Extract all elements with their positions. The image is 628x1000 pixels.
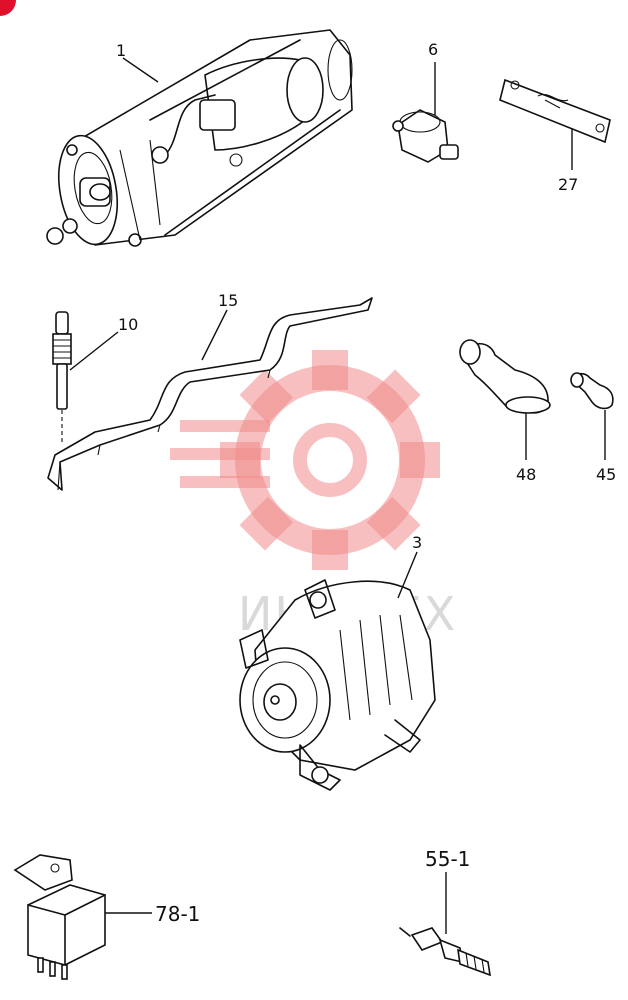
callout-6: 6 <box>428 40 438 59</box>
temperature-sensor <box>399 927 491 977</box>
callout-3: 3 <box>412 533 422 552</box>
callout-27: 27 <box>558 175 578 194</box>
small-cap <box>570 372 614 410</box>
rubber-boot <box>459 339 551 414</box>
pressure-switch <box>392 109 459 163</box>
callout-15: 15 <box>218 291 238 310</box>
callout-48: 48 <box>516 465 536 484</box>
callout-55-1: 55-1 <box>425 847 470 871</box>
corner-badge <box>0 0 16 16</box>
glow-plug <box>52 311 72 445</box>
alternator <box>239 579 436 791</box>
callout-45: 45 <box>596 465 616 484</box>
label-plate <box>499 78 611 144</box>
callout-10: 10 <box>118 315 138 334</box>
starter-motor <box>46 29 353 247</box>
callout-78-1: 78-1 <box>155 902 200 926</box>
relay <box>13 854 106 980</box>
callout-1: 1 <box>116 41 126 60</box>
watermark-logo <box>170 350 440 570</box>
connecting-plate <box>47 297 373 491</box>
